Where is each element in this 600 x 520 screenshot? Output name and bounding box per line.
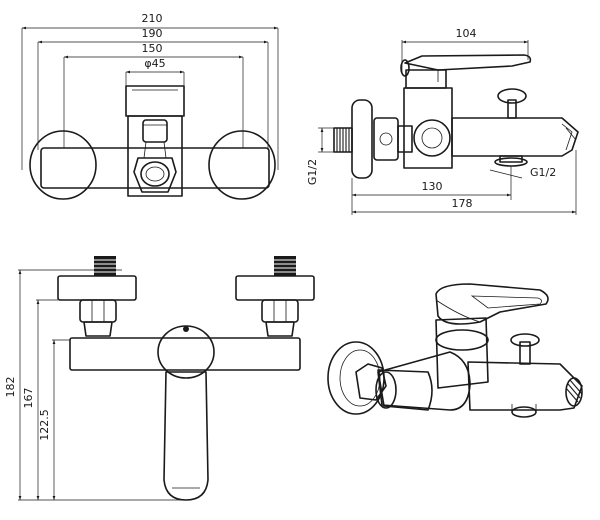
front-left-inlet bbox=[57, 256, 137, 337]
side-diverter bbox=[413, 119, 451, 157]
iso-body bbox=[377, 351, 471, 411]
front-view: 182 167 122.5 bbox=[4, 256, 315, 501]
thread-inlet-label: G1/2 bbox=[306, 159, 319, 185]
dim-210: 210 bbox=[142, 12, 163, 25]
iso-view bbox=[327, 283, 583, 418]
side-view: 104 bbox=[306, 27, 579, 215]
dim-104: 104 bbox=[456, 27, 477, 40]
front-right-inlet bbox=[235, 256, 315, 337]
dim-diameter: φ45 bbox=[144, 57, 165, 70]
inlet-thread bbox=[333, 127, 353, 153]
dim-182: 182 bbox=[4, 377, 17, 398]
thread-outlet-label: G1/2 bbox=[530, 166, 556, 179]
dim-167: 167 bbox=[22, 388, 35, 409]
top-view: 210 190 150 φ45 bbox=[21, 12, 279, 200]
handle bbox=[125, 85, 185, 117]
front-body bbox=[69, 337, 301, 371]
side-spout bbox=[451, 117, 579, 157]
iso-spout bbox=[467, 361, 583, 411]
iso-flange bbox=[327, 341, 385, 415]
dim-122-5: 122.5 bbox=[38, 409, 51, 441]
side-handle bbox=[404, 54, 532, 71]
dim-150: 150 bbox=[142, 42, 163, 55]
dim-178: 178 bbox=[452, 197, 473, 210]
dim-130: 130 bbox=[422, 180, 443, 193]
iso-handle bbox=[435, 283, 549, 325]
dim-190: 190 bbox=[142, 27, 163, 40]
body bbox=[40, 147, 270, 189]
left-flange bbox=[29, 130, 97, 200]
side-flange bbox=[351, 99, 373, 179]
right-flange bbox=[208, 130, 276, 200]
front-handle-lever bbox=[163, 371, 209, 501]
cartridge bbox=[127, 115, 183, 197]
